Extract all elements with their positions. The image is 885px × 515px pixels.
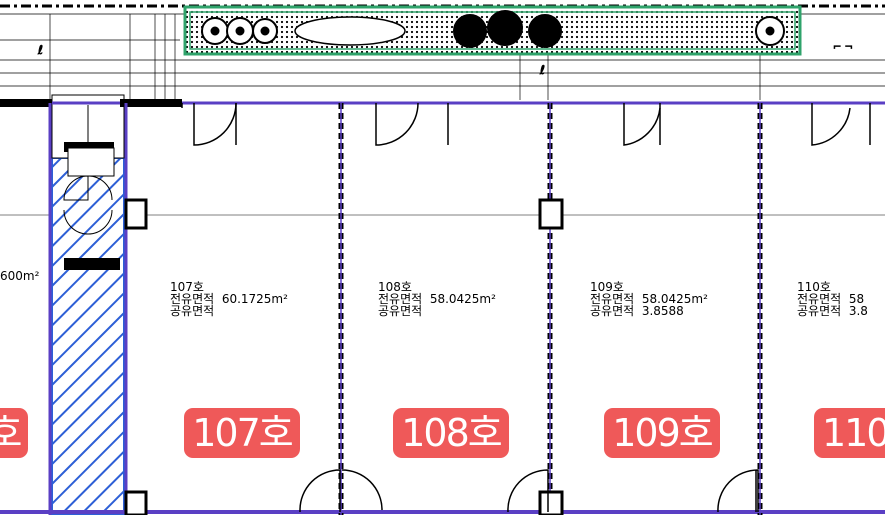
left-unit-badge[interactable]: 호 <box>0 408 28 458</box>
unit-110-badge[interactable]: 110 <box>814 408 885 458</box>
doors <box>193 102 851 513</box>
unit-108-label: 108호 전유면적 58.0425m² 공유면적 <box>378 281 496 317</box>
svg-text:ℓ: ℓ <box>539 63 545 77</box>
unit-107-label: 107호 전유면적 60.1725m² 공유면적 <box>170 281 288 317</box>
planting-strip <box>183 5 802 56</box>
svg-text:⌐ ¬: ⌐ ¬ <box>833 42 853 53</box>
unit-107-badge[interactable]: 107호 <box>184 408 300 458</box>
unit-110-title: 110호 <box>797 280 831 294</box>
unit-108-area-value: 58.0425m² <box>429 292 496 306</box>
unit-109-area-value: 58.0425m² <box>641 292 708 306</box>
construction-lines: ℓ ℓ ⌐ ¬ <box>0 14 885 216</box>
unit-110-area-value: 58 <box>848 292 865 306</box>
unit-110-common-value: 3.8 <box>848 304 868 318</box>
unit-108-area-label: 전유면적 <box>378 292 423 306</box>
walls <box>0 99 885 515</box>
unit-109-area-label: 전유면적 <box>590 292 635 306</box>
unit-107-title: 107호 <box>170 280 204 294</box>
unit-109-title: 109호 <box>590 280 624 294</box>
unit-107-area-label: 전유면적 <box>170 292 215 306</box>
unit-109-label: 109호 전유면적 58.0425m² 공유면적 3.8588 <box>590 281 708 317</box>
svg-text:ℓ: ℓ <box>37 43 43 57</box>
unit-108-badge[interactable]: 108호 <box>393 408 509 458</box>
unit-107-area-value: 60.1725m² <box>221 292 288 306</box>
unit-110-label: 110호 전유면적 58 공유면적 3.8 <box>797 281 868 317</box>
unit-109-badge[interactable]: 109호 <box>604 408 720 458</box>
unit-109-common-label: 공유면적 <box>590 304 635 318</box>
unit-110-common-label: 공유면적 <box>797 304 842 318</box>
left-unit-area: 600m² <box>0 269 40 283</box>
unit-108-common-label: 공유면적 <box>378 304 423 318</box>
unit-107-common-label: 공유면적 <box>170 304 215 318</box>
unit-110-area-label: 전유면적 <box>797 292 842 306</box>
unit-109-common-value: 3.8588 <box>641 304 684 318</box>
unit-108-title: 108호 <box>378 280 412 294</box>
corridor-stair <box>51 94 125 515</box>
